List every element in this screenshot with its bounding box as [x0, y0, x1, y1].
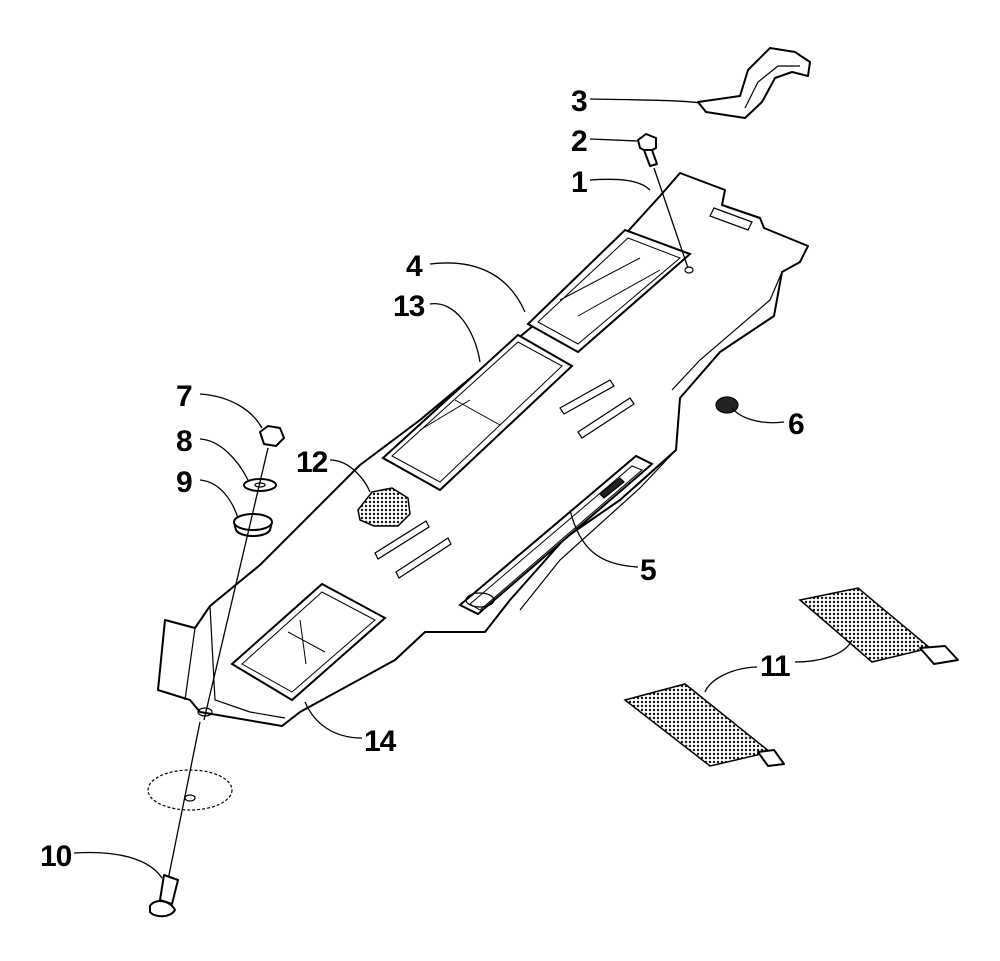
part-11-strip-upper [798, 587, 959, 665]
part-11-strip-lower [623, 683, 785, 767]
callout-labels: 3 2 1 4 13 6 7 8 9 12 5 11 14 10 [40, 85, 805, 873]
decal-13 [381, 333, 574, 492]
part-10-bolt [147, 721, 233, 918]
part-2-bolt [637, 133, 689, 269]
callout-12: 12 [296, 446, 328, 479]
callout-9: 9 [176, 466, 192, 499]
callout-4: 4 [406, 250, 423, 283]
callout-8: 8 [176, 425, 192, 458]
leader-lines [73, 98, 853, 879]
callout-14: 14 [364, 725, 397, 758]
callout-3: 3 [571, 85, 587, 118]
callout-11: 11 [760, 650, 790, 683]
callout-7: 7 [176, 380, 192, 413]
decal-14 [230, 582, 387, 702]
part-12-pad [357, 487, 411, 527]
callout-13: 13 [393, 290, 425, 323]
rib-slots [374, 379, 635, 579]
decal-4 [526, 228, 692, 354]
decal-5 [458, 454, 654, 616]
hardware-stack [203, 425, 285, 721]
callout-5: 5 [640, 554, 656, 587]
callout-2: 2 [571, 125, 587, 158]
part-3-bracket [697, 47, 811, 119]
callout-10: 10 [40, 840, 72, 873]
callout-1: 1 [571, 166, 587, 199]
callout-6: 6 [788, 408, 804, 441]
